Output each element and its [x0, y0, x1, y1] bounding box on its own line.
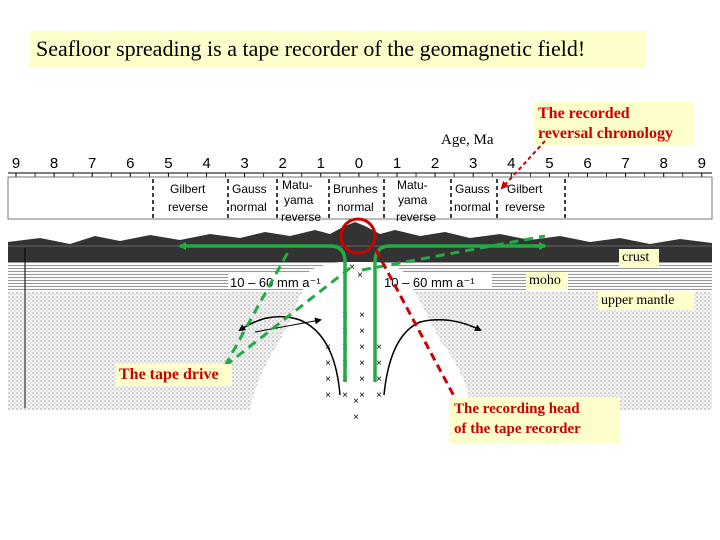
recording-head-pointer: [374, 249, 457, 399]
epoch-gauss-left-1: Gauss: [232, 182, 267, 196]
epoch-brunhes-1: Brunhes: [333, 182, 378, 196]
epoch-gilbert-left-2: reverse: [168, 200, 208, 214]
seafloor-topography: [8, 222, 712, 262]
epoch-matuyama-right-1: Matu-: [397, 178, 428, 192]
spreading-rate-right: 10 – 60 mm a⁻¹: [384, 275, 475, 290]
magma-x-mark: ×: [359, 326, 365, 337]
recorded-chronology-callout: The recorded reversal chronology: [534, 102, 694, 146]
age-tick-label: 4: [507, 155, 515, 172]
age-tick-label: 2: [279, 155, 287, 172]
recording-head-line-2: of the tape recorder: [454, 421, 581, 437]
epoch-matuyama-right-2: yama: [398, 193, 428, 207]
age-tick-label: 5: [164, 155, 172, 172]
magma-x-mark: ×: [359, 358, 365, 369]
age-tick-label: 8: [660, 155, 668, 172]
epoch-gilbert-left-1: Gilbert: [170, 182, 206, 196]
magma-x-mark: ×: [349, 262, 355, 273]
age-tick-label: 9: [12, 155, 20, 172]
magma-x-mark: ×: [359, 374, 365, 385]
age-tick-label: 8: [50, 155, 58, 172]
magma-x-mark: ×: [342, 390, 348, 401]
magma-x-mark: ×: [325, 374, 331, 385]
recorded-chronology-line-2: reversal chronology: [538, 125, 673, 142]
magma-x-mark: ×: [376, 374, 382, 385]
moho-label: moho: [526, 272, 568, 290]
epoch-matuyama-left-1: Matu-: [282, 178, 313, 192]
epoch-gilbert-right-2: reverse: [505, 200, 545, 214]
age-tick-label: 3: [469, 155, 477, 172]
age-tick-label: 1: [393, 155, 401, 172]
age-tick-label: 9: [698, 155, 706, 172]
recorded-chronology-pointer: [500, 140, 546, 190]
magma-x-mark: ×: [359, 342, 365, 353]
epoch-matuyama-left-2: yama: [284, 193, 314, 207]
magma-x-mark: ×: [353, 412, 359, 423]
age-tick-label: 1: [317, 155, 325, 172]
epoch-gilbert-right-1: Gilbert: [507, 182, 543, 196]
magma-x-mark: ×: [376, 358, 382, 369]
epoch-labels: Gilbert reverse Gauss normal Matu- yama …: [168, 178, 545, 224]
epoch-gauss-right-1: Gauss: [455, 182, 490, 196]
age-tick-label: 0: [355, 155, 363, 172]
age-tick-label: 5: [545, 155, 553, 172]
epoch-brunhes-2: normal: [337, 200, 374, 214]
magma-x-mark: ×: [376, 390, 382, 401]
epoch-matuyama-right-3: reverse: [396, 210, 436, 224]
recorded-chronology-line-1: The recorded: [538, 105, 630, 122]
age-tick-label: 4: [202, 155, 210, 172]
age-tick-label: 7: [621, 155, 629, 172]
epoch-matuyama-left-3: reverse: [281, 210, 321, 224]
crust-label: crust: [619, 249, 659, 267]
magma-x-mark: ×: [325, 358, 331, 369]
recording-head-line-1: The recording head: [454, 401, 580, 417]
magma-x-mark: ×: [359, 310, 365, 321]
upwelling-zone: [250, 262, 470, 410]
upper-mantle-label: upper mantle: [598, 292, 694, 310]
age-axis-label: Age, Ma: [441, 132, 494, 148]
magma-x-mark: ×: [325, 390, 331, 401]
tape-drive-arrows: [178, 242, 547, 382]
spreading-rate-left: 10 – 60 mm a⁻¹: [230, 275, 321, 290]
age-tick-label: 7: [88, 155, 96, 172]
age-ticks: 9 8 7 6 5 4 3 2 1 0 1 2 3 4 5 6 7 8 9: [12, 155, 706, 179]
recording-head-callout: The recording head of the tape recorder: [449, 397, 620, 443]
epoch-band: [7, 176, 713, 220]
age-tick-label: 6: [583, 155, 591, 172]
epoch-gauss-right-2: normal: [454, 200, 491, 214]
magma-x-mark: ×: [359, 390, 365, 401]
magma-x-mark: ×: [376, 342, 382, 353]
epoch-gauss-left-2: normal: [230, 200, 267, 214]
magma-x-mark: ×: [357, 270, 363, 281]
tape-drive-callout: The tape drive: [116, 364, 232, 386]
age-tick-label: 3: [240, 155, 248, 172]
age-tick-label: 6: [126, 155, 134, 172]
magma-x-mark: ×: [353, 396, 359, 407]
age-tick-label: 2: [431, 155, 439, 172]
slide-title: Seafloor spreading is a tape recorder of…: [30, 31, 646, 67]
recording-head-circle: [339, 217, 377, 255]
tape-drive-dashed-lines: [223, 234, 546, 368]
